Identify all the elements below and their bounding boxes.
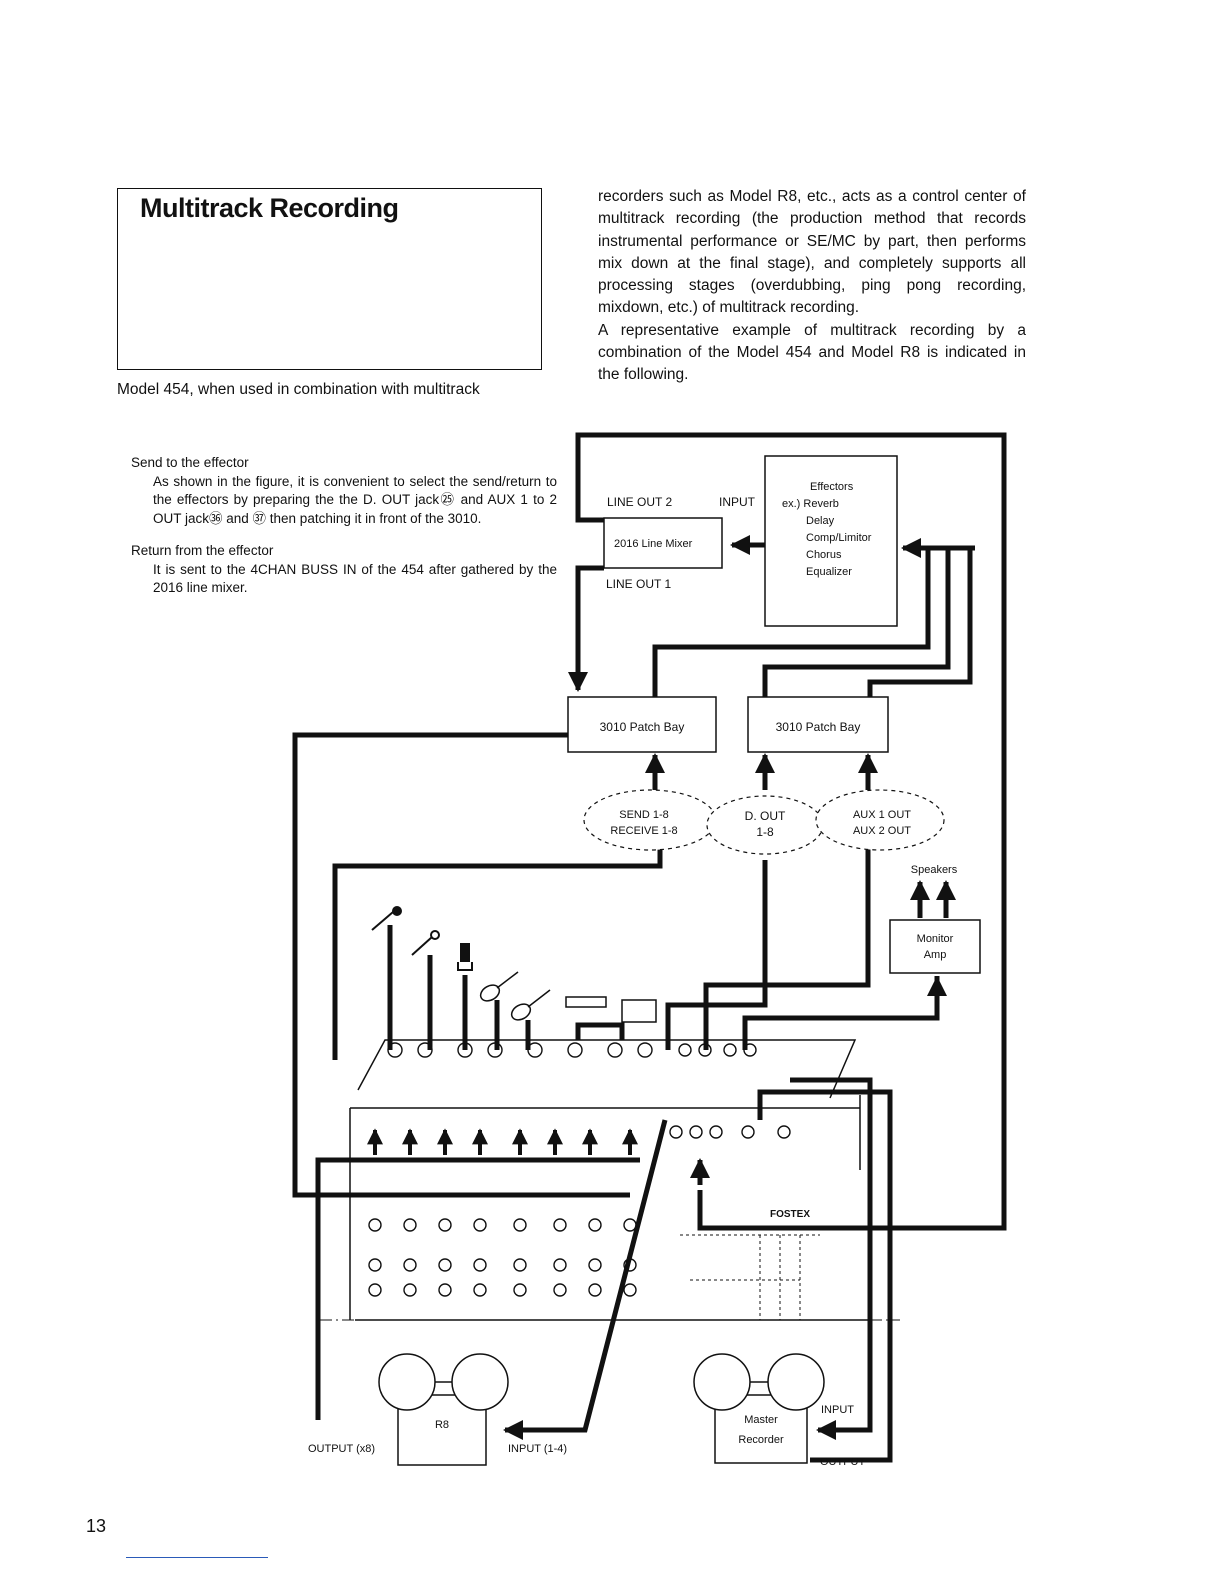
return-cable-2	[762, 548, 951, 697]
return-cable-3	[867, 548, 973, 697]
monitor-amp-label: Amp	[924, 949, 947, 961]
diagram-notes: Send to the effector As shown in the fig…	[131, 454, 557, 612]
microphone-icon	[411, 930, 440, 956]
effector-item: Chorus	[806, 549, 842, 561]
return-note-heading: Return from the effector	[131, 543, 274, 558]
intro-paragraph-2: A representative example of multitrack r…	[598, 321, 1026, 384]
aux-out-cable	[703, 848, 871, 1050]
master-output-cable	[757, 1089, 893, 1463]
master-input-label: INPUT	[821, 1404, 854, 1416]
outer-loop-cable	[575, 432, 1007, 1231]
effector-input-label: INPUT	[719, 495, 756, 509]
return-cable-1	[652, 548, 931, 697]
r8-recorder	[378, 1353, 509, 1466]
page-number: 13	[86, 1516, 107, 1536]
send-label: SEND 1-8	[619, 809, 669, 821]
r8-input-cable	[503, 1119, 668, 1440]
master-recorder	[693, 1353, 825, 1464]
effector-item: ex.) Reverb	[782, 498, 839, 510]
master-output-label: OUTPUT	[820, 1456, 866, 1468]
patch-bay-left	[567, 696, 717, 753]
r8-input-label: INPUT (1-4)	[508, 1443, 567, 1455]
intro-text-left: Model 454, when used in combination with…	[117, 381, 480, 398]
line-mixer-box	[603, 517, 723, 569]
r8-label: R8	[435, 1419, 449, 1431]
line-mixer-label: 2016 Line Mixer	[614, 538, 693, 550]
r8-output-cable	[315, 1157, 640, 1420]
master-recorder-label: Master	[744, 1414, 778, 1426]
d-out-cable	[665, 860, 768, 1050]
line-out-1-cable	[568, 565, 604, 692]
send-note-heading: Send to the effector	[131, 455, 249, 470]
receive-label: RECEIVE 1-8	[610, 825, 677, 837]
patch-bay-right-label: 3010 Patch Bay	[776, 720, 861, 734]
stand-microphone-icon	[457, 943, 473, 971]
line-out-2-cable	[575, 505, 604, 523]
master-recorder-label: Recorder	[738, 1434, 784, 1446]
effectors-box	[764, 455, 898, 627]
send-note-body: As shown in the figure, it is convenient…	[153, 473, 557, 526]
effectors-title: Effectors	[810, 481, 854, 493]
line-out-1-label: LINE OUT 1	[606, 577, 671, 591]
aux-2-label: AUX 2 OUT	[853, 825, 911, 837]
guitar-icon	[510, 989, 551, 1021]
d-out-label: D. OUT	[745, 809, 786, 823]
master-input-cable	[790, 1077, 873, 1440]
monitor-amp-box	[889, 919, 981, 974]
cable-lines	[292, 432, 1007, 1463]
monitor-amp-label: Monitor	[917, 933, 954, 945]
guitar-icon	[479, 971, 519, 1002]
mixer-console	[320, 1039, 900, 1321]
r8-output-label: OUTPUT (x8)	[308, 1443, 375, 1455]
drum-machine-icon	[621, 999, 657, 1023]
aux-out-group	[815, 789, 945, 851]
send-cable	[332, 848, 663, 1060]
effector-item: Comp/Limitor	[806, 532, 872, 544]
mixer-brand-label: FOSTEX	[770, 1209, 810, 1220]
patch-bay-left-label: 3010 Patch Bay	[600, 720, 685, 734]
return-note-body: It is sent to the 4CHAN BUSS IN of the 4…	[153, 561, 557, 596]
left-patchbay-cable	[292, 732, 630, 1198]
section-title-box: Multitrack Recording	[117, 188, 542, 370]
keyboard-cable	[575, 1022, 625, 1040]
keyboard-icon	[565, 996, 607, 1008]
line-out-2-label: LINE OUT 2	[607, 495, 672, 509]
section-title: Multitrack Recording	[140, 193, 399, 223]
effector-item: Equalizer	[806, 566, 852, 578]
microphone-icon	[371, 906, 402, 931]
intro-paragraph-1: recorders such as Model R8, etc., acts a…	[598, 188, 1026, 317]
speakers-label: Speakers	[911, 864, 958, 876]
patch-bay-right	[747, 696, 889, 753]
d-out-range: 1-8	[756, 825, 774, 839]
intro-text-right: recorders such as Model R8, etc., acts a…	[598, 186, 1026, 387]
effector-item: Delay	[806, 515, 835, 527]
aux-1-label: AUX 1 OUT	[853, 809, 911, 821]
footer-rule	[126, 1557, 268, 1558]
